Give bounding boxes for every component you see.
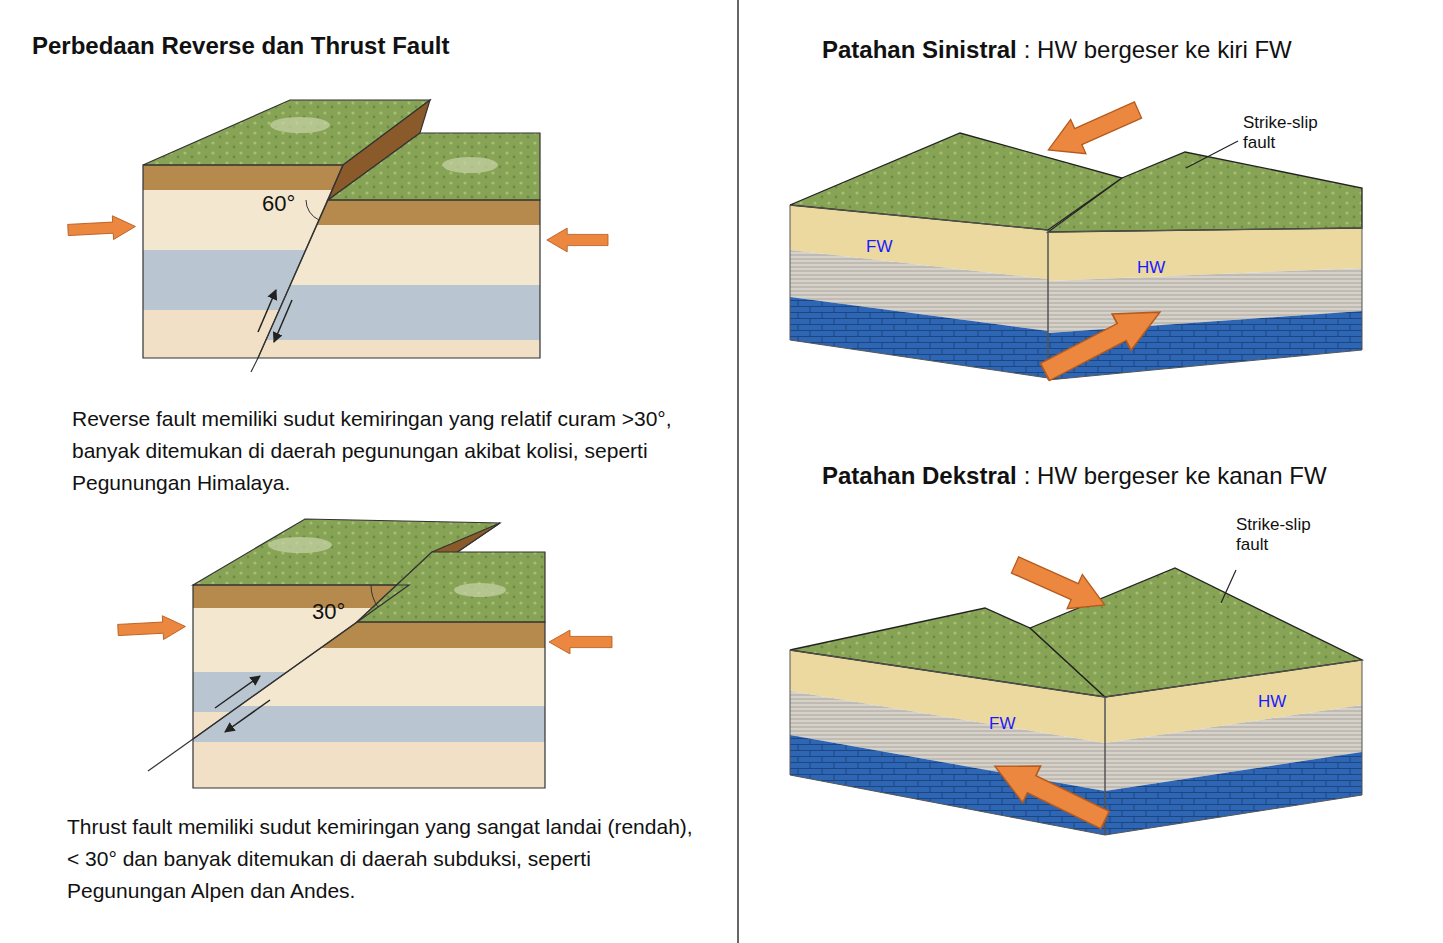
leader-label: Strike-slip fault xyxy=(1236,515,1331,555)
description-text: Reverse fault memiliki sudut kemiringan … xyxy=(72,403,727,499)
leader-label: Strike-slip fault xyxy=(1243,113,1338,153)
section-subheading: : HW bergeser ke kanan FW xyxy=(1024,461,1327,491)
block-label: HW xyxy=(1137,257,1165,278)
section-subheading: : HW bergeser ke kiri FW xyxy=(1024,35,1292,65)
description-text: Thrust fault memiliki sudut kemiringan y… xyxy=(67,811,707,907)
block-label: FW xyxy=(866,236,892,257)
section-heading: Patahan Sinistral xyxy=(822,35,1017,65)
page-title: Perbedaan Reverse dan Thrust Fault xyxy=(32,31,449,61)
angle-label: 30° xyxy=(312,598,345,626)
section-heading: Patahan Dekstral xyxy=(822,461,1017,491)
block-label: FW xyxy=(989,713,1015,734)
divider-line xyxy=(737,0,739,943)
sinistral-fault-block xyxy=(790,93,1362,390)
block-label: HW xyxy=(1258,691,1286,712)
thrust-fault-block xyxy=(117,519,612,790)
angle-label: 60° xyxy=(262,190,295,218)
dextral-fault-block xyxy=(790,548,1362,838)
reverse-fault-block xyxy=(67,100,608,372)
